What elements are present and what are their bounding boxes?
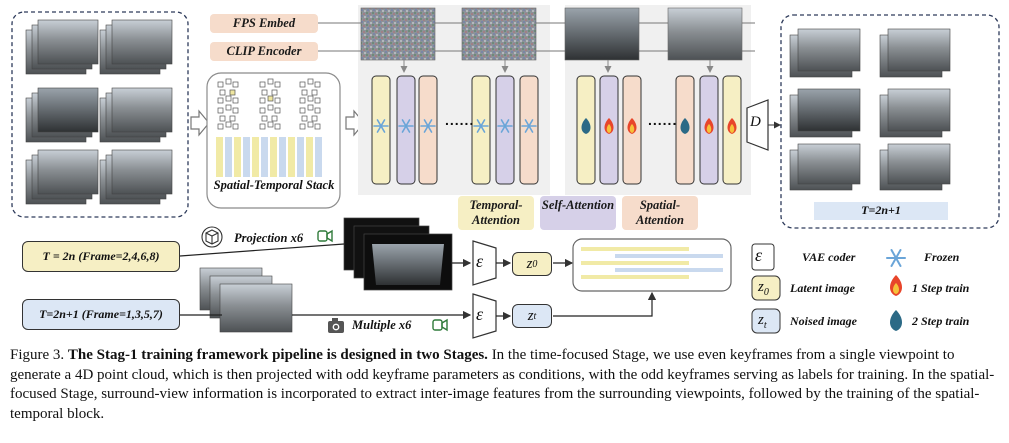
encoder-symbol-1: ε — [476, 251, 483, 272]
input-even-box: T = 2n (Frame=2,4,6,8) — [22, 241, 180, 272]
z0-sub: 0 — [532, 258, 538, 270]
legend-step1: 1 Step train — [912, 281, 969, 296]
output-frame-stacks — [789, 28, 951, 191]
fps-embed-text: FPS Embed — [232, 16, 296, 30]
encoder-symbol-1-text: ε — [476, 251, 484, 271]
clip-encoder-label: CLIP Encoder — [210, 42, 318, 61]
trained-dots-text: ...... — [648, 112, 678, 128]
spatial-attention-tag: Spatial-Attention — [622, 196, 698, 230]
spatial-attention-text: Spatial-Attention — [636, 198, 684, 227]
legend-noised-icon — [751, 308, 781, 334]
legend-vae-symbol: ε — [755, 245, 762, 266]
legend-zt-sub: t — [763, 320, 767, 331]
multiple-view-frames — [199, 267, 293, 333]
legend-vae-coder-text: VAE coder — [802, 250, 856, 264]
noise-image-3 — [564, 7, 640, 61]
projection-frames — [343, 217, 453, 291]
stack-label-text: Spatial-Temporal Stack — [213, 178, 335, 192]
legend-vae-symbol-text: ε — [755, 245, 763, 265]
legend-zt-symbol: zt — [758, 312, 767, 331]
decoder-label: D — [750, 114, 761, 131]
video-camera-icon — [317, 229, 448, 332]
trained-dots: ...... — [648, 112, 677, 128]
decoder-block — [746, 99, 769, 151]
legend-frozen-icon — [886, 249, 906, 267]
legend-fire-red-icon — [890, 275, 902, 296]
legend-latent-icon — [751, 275, 781, 301]
legend-noised-image: Noised image — [790, 314, 857, 329]
frozen-dots: ...... — [445, 112, 474, 128]
input-odd-box: T=2n+1 (Frame=1,3,5,7) — [22, 299, 180, 330]
frozen-snowflake-icon — [373, 119, 537, 133]
legend-frozen-text: Frozen — [924, 250, 960, 264]
clip-encoder-text: CLIP Encoder — [226, 44, 302, 58]
fps-embed-label: FPS Embed — [210, 14, 318, 33]
frozen-blocks — [371, 75, 539, 185]
cube-clusters-icon — [217, 78, 321, 130]
caption-body: In the time-focused Stage, we use even k… — [10, 347, 995, 422]
temporal-attention-tag: Temporal-Attention — [458, 196, 534, 230]
self-attention-text: Self-Attention — [541, 198, 615, 212]
legend-z0-sub: 0 — [763, 287, 769, 298]
legend-z0-symbol: z0 — [758, 279, 769, 298]
legend-step1-text: 1 Step train — [912, 281, 970, 295]
zt-sub: t — [533, 310, 537, 322]
decoder-text: D — [750, 114, 761, 130]
self-attention-tag: Self-Attention — [540, 196, 616, 230]
train-flame-icon — [581, 118, 737, 134]
output-T-text: T=2n+1 — [861, 203, 901, 217]
pipeline-diagram: FPS Embed CLIP Encoder Spatial-Temporal … — [11, 5, 1000, 339]
legend-vae-icon — [751, 243, 775, 271]
stack-label: Spatial-Temporal Stack — [212, 178, 336, 193]
output-T-label: T=2n+1 — [814, 203, 948, 218]
legend-step2-text: 2 Step train — [912, 314, 970, 328]
legend-latent-image-text: Latent image — [790, 281, 855, 295]
stack-stripes — [216, 137, 322, 177]
legend-noised-image-text: Noised image — [790, 314, 857, 328]
multiple-label: Multiple x6 — [352, 318, 411, 333]
encoder-symbol-2: ε — [476, 304, 483, 325]
vae-encoder-2 — [472, 293, 497, 339]
projection-cube-icon — [201, 226, 223, 248]
zt-text: z — [527, 307, 534, 324]
temporal-attention-text: Temporal-Attention — [469, 198, 523, 227]
input-frames-panel — [11, 11, 189, 218]
noise-image-4 — [667, 7, 743, 61]
camera-icon — [328, 318, 344, 333]
frozen-dots-text: ...... — [445, 112, 475, 128]
figure-caption: Figure 3. The Stag-1 training framework … — [10, 346, 1002, 424]
hollow-arrow-1 — [190, 109, 210, 137]
legend-vae-coder: VAE coder — [802, 250, 855, 265]
legend-step2: 2 Step train — [912, 314, 969, 329]
legend-frozen: Frozen — [924, 250, 959, 265]
legend-zt-text: z — [758, 312, 764, 328]
legend-z0-text: z — [758, 279, 764, 295]
output-T-bg — [814, 202, 948, 220]
input-odd-text: T=2n+1 (Frame=1,3,5,7) — [39, 307, 163, 321]
input-even-text: T = 2n (Frame=2,4,6,8) — [42, 249, 160, 263]
projection-label: Projection x6 — [234, 231, 303, 246]
z0-text: z — [526, 255, 533, 272]
encoder-symbol-2-text: ε — [476, 304, 484, 324]
projection-text: Projection x6 — [234, 231, 304, 245]
legend-latent-image: Latent image — [790, 281, 855, 296]
caption-prefix: Figure 3. — [10, 347, 65, 363]
legend-fire-blue-icon — [890, 310, 902, 331]
caption-title: The Stag-1 training framework pipeline i… — [67, 347, 488, 363]
vae-encoder-1 — [472, 240, 497, 286]
noise-image-2 — [461, 7, 537, 61]
multiple-text: Multiple x6 — [352, 318, 412, 332]
input-frame-stacks — [25, 19, 173, 205]
noise-image-1 — [360, 7, 436, 61]
